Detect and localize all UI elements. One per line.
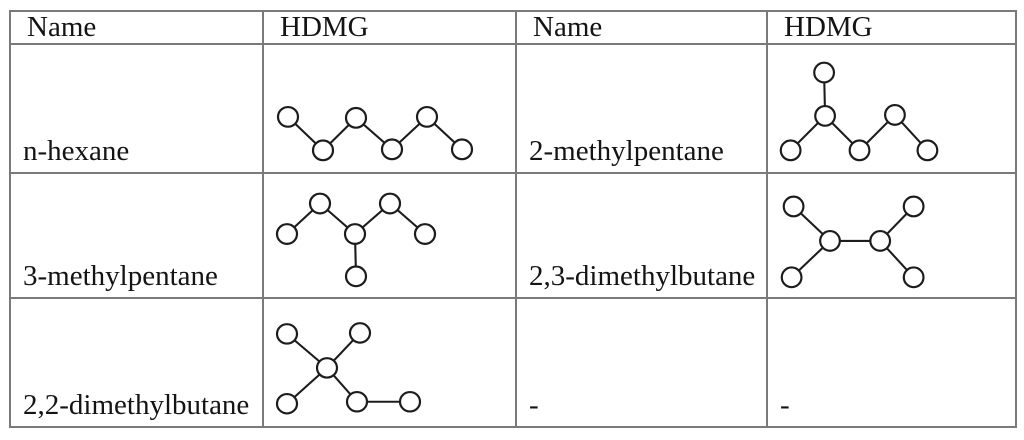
atom-node bbox=[276, 105, 300, 128]
name-cell-n-hexane: n-hexane bbox=[11, 45, 264, 174]
isomer-name: 2,3-dimethylbutane bbox=[529, 260, 756, 293]
hdmg-graph-3-methylpentane bbox=[264, 174, 517, 299]
molecular-graph-svg bbox=[275, 192, 437, 288]
atom-node bbox=[916, 139, 939, 162]
atom-node bbox=[813, 61, 836, 84]
isomer-name: 3-methylpentane bbox=[23, 260, 218, 293]
atom-node bbox=[782, 195, 805, 218]
isomer-name: 2,2-dimethylbutane bbox=[23, 389, 250, 422]
empty-placeholder: - bbox=[529, 389, 539, 422]
molecular-graph-svg bbox=[780, 195, 925, 289]
atom-node bbox=[819, 229, 841, 252]
atom-node bbox=[814, 104, 836, 127]
atom-node bbox=[315, 357, 339, 379]
empty-placeholder: - bbox=[780, 389, 790, 422]
atom-node bbox=[450, 138, 474, 161]
atom-node bbox=[308, 192, 332, 215]
hdmg-graph-2-methylpentane bbox=[768, 45, 1015, 174]
name-cell-empty-dash: - bbox=[517, 299, 768, 426]
name-cell-2-3-dimethylbutane: 2,3-dimethylbutane bbox=[517, 174, 768, 299]
atom-node bbox=[275, 223, 299, 245]
atom-node bbox=[275, 323, 299, 345]
name-cell-3-methylpentane: 3-methylpentane bbox=[11, 174, 264, 299]
atom-node bbox=[380, 138, 404, 161]
isomer-name: 2-methylpentane bbox=[529, 135, 724, 168]
name-cell-2-2-dimethylbutane: 2,2-dimethylbutane bbox=[11, 299, 264, 426]
atom-node bbox=[311, 139, 335, 162]
atom-node bbox=[348, 322, 372, 344]
atom-node bbox=[884, 103, 906, 126]
atom-node bbox=[869, 229, 892, 252]
header-label: Name bbox=[533, 12, 603, 43]
atom-node bbox=[344, 265, 368, 288]
molecular-graph-svg bbox=[779, 61, 939, 162]
header-name-left: Name bbox=[11, 12, 264, 45]
header-hdmg-right: HDMG bbox=[768, 12, 1015, 45]
hdmg-cell-empty-dash: - bbox=[768, 299, 1015, 426]
header-hdmg-left: HDMG bbox=[264, 12, 517, 45]
atom-node bbox=[344, 106, 368, 129]
atom-node bbox=[848, 139, 871, 162]
isomer-hdmg-table: Name HDMG Name HDMG n-hexane 2-methylpen… bbox=[9, 10, 1017, 428]
atom-node bbox=[275, 392, 299, 415]
header-name-right: Name bbox=[517, 12, 768, 45]
molecular-graph-svg bbox=[275, 322, 422, 415]
atom-node bbox=[902, 266, 925, 289]
header-label: HDMG bbox=[280, 12, 369, 43]
atom-node bbox=[780, 266, 803, 289]
atom-node bbox=[902, 195, 925, 218]
atom-node bbox=[345, 391, 369, 413]
atom-node bbox=[343, 223, 367, 245]
name-cell-2-methylpentane: 2-methylpentane bbox=[517, 45, 768, 174]
hdmg-graph-n-hexane bbox=[264, 45, 517, 174]
atom-node bbox=[413, 223, 437, 245]
atom-node bbox=[415, 105, 439, 128]
header-label: Name bbox=[27, 12, 97, 43]
hdmg-graph-2-3-dimethylbutane bbox=[768, 174, 1015, 299]
molecular-graph-svg bbox=[276, 105, 474, 162]
hdmg-graph-2-2-dimethylbutane bbox=[264, 299, 517, 426]
header-label: HDMG bbox=[784, 12, 873, 43]
atom-node bbox=[398, 391, 422, 413]
atom-node bbox=[378, 192, 402, 215]
isomer-name: n-hexane bbox=[23, 135, 130, 168]
atom-node bbox=[779, 139, 802, 162]
